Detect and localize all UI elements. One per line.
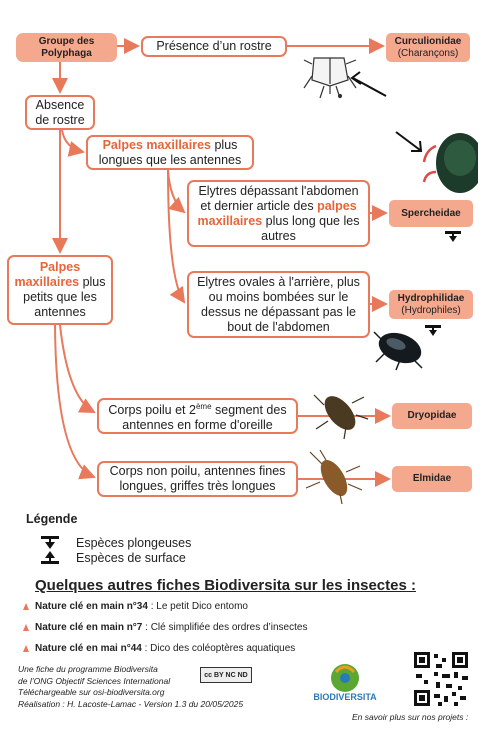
weevil-illustration [303,57,357,99]
elytres-ovales-label: Elytres ovales à l'arrière, plus ou moin… [197,274,360,334]
footer-more-projects: En savoir plus sur nos projets : [352,712,469,722]
qr-code[interactable] [412,650,470,708]
node-elytres-depassant-text: Elytres dépassant l'abdomen et dernier a… [194,184,363,244]
elytres-depassant-pre: Elytres dépassant l'abdomen et dernier a… [198,183,359,213]
node-absence-label: Absence de rostre [35,97,85,127]
surface-legend-icon [41,551,59,564]
family-dryopidae: Dryopidae [392,403,472,429]
corps-poilu-sup: ème [195,401,212,411]
hydrophilidae-beetle-illustration [373,331,423,371]
legend-title: Légende [26,512,78,526]
plongeuse-marker-spercheidae [445,231,461,242]
fiche-item-44-text: : Dico des coléoptères aquatiques [141,643,296,654]
palpes-longs-rest: plus longues que les antennes [98,137,242,167]
fiche-item-34-text: : Le petit Dico entomo [147,601,248,612]
other-sheets-title: Quelques autres fiches Biodiversita sur … [35,577,416,594]
node-palpes-courts-text: Palpes maxillaires plus petits que les a… [14,260,106,320]
family-curculionidae: Curculionidae (Charançons) [386,33,470,62]
node-groupe-label: Groupe des Polyphaga [38,35,95,59]
fiche-item-7[interactable]: Nature clé en main n°7 : Clé simplifiée … [35,622,307,633]
dryopidae-beetle-illustration [313,394,369,440]
family-elmidae-name: Elmidae [412,473,452,484]
fiche-item-7-bold: Nature clé en main n°7 [35,622,143,633]
node-presence-rostre: Présence d’un rostre [141,36,287,57]
footer-line2: de l’ONG Objectif Sciences International [18,675,171,686]
node-absence-rostre: Absence de rostre [25,95,95,130]
node-palpes-plus-longues: Palpes maxillaires plus longues que les … [86,135,254,170]
node-rostre-label: Présence d’un rostre [156,39,272,53]
cc-license-text: cc BY NC ND [204,671,248,679]
spercheidae-beetle-illustration [422,133,478,193]
footer-credits: Une fiche du programme Biodiversita de l… [18,664,243,710]
fiche-item-7-text: : Clé simplifiée des ordres d’insectes [142,622,308,633]
palpes-longs-highlight: Palpes maxillaires [102,137,211,152]
node-groupe-polyphaga: Groupe des Polyphaga [16,33,117,62]
family-dryopidae-name: Dryopidae [407,410,457,421]
family-curculionidae-common: (Charançons) [397,47,459,59]
cc-license-badge: cc BY NC ND [200,667,252,683]
bullet-triangle-icon [23,624,29,631]
legend-surface: Espèces de surface [76,551,186,565]
family-hydrophilidae-name: Hydrophilidae [397,292,465,304]
node-elytres-depassant: Elytres dépassant l'abdomen et dernier a… [187,180,370,247]
corps-poilu-post: segment des antennes en forme d'oreille [122,403,287,433]
biodiversita-logo: BIODIVERSITA [313,664,377,702]
bullet-triangle-icon [23,603,29,610]
family-elmidae: Elmidae [392,466,472,492]
elmidae-beetle-illustration [305,449,363,505]
node-elytres-ovales: Elytres ovales à l'arrière, plus ou moin… [187,271,370,338]
family-spercheidae: Spercheidae [389,200,473,227]
family-spercheidae-name: Spercheidae [401,207,461,219]
plongeuse-legend-icon [41,536,59,549]
fiche-item-34-bold: Nature clé en main n°34 [35,601,148,612]
elytres-depassant-post: plus long que les autres [261,213,360,243]
footer-line1: Une fiche du programme Biodiversita [18,664,158,674]
bullet-triangle-icon [23,645,29,652]
node-palpes-longs-text: Palpes maxillaires plus longues que les … [93,138,247,168]
node-palpes-plus-petits: Palpes maxillaires plus petits que les a… [7,255,113,325]
biodiversita-logo-text: BIODIVERSITA [313,692,377,702]
corps-poilu-pre: Corps poilu et 2 [108,403,196,418]
node-corps-poilu: Corps poilu et 2ème segment des antennes… [97,398,298,434]
footer-line4: Réalisation : H. Lacoste-Lamac - Version… [18,698,244,709]
footer-line3[interactable]: Téléchargeable sur osi-biodiversita.org [18,687,165,697]
elytres-depassant-highlight: palpes maxillaires [197,198,357,228]
fiche-item-44-bold: Nature clé en mai n°44 [35,643,142,654]
corps-non-poilu-label: Corps non poilu, antennes fines longues,… [109,464,286,493]
palpes-courts-rest: plus petits que les antennes [23,275,106,319]
palpes-courts-highlight: Palpes maxillaires [14,260,81,289]
family-hydrophilidae: Hydrophilidae (Hydrophiles) [389,290,473,319]
node-corps-poilu-text: Corps poilu et 2ème segment des antennes… [104,399,291,433]
fiche-item-34[interactable]: Nature clé en main n°34 : Le petit Dico … [35,601,248,612]
family-curculionidae-name: Curculionidae [394,35,462,47]
family-hydrophilidae-common: (Hydrophiles) [401,304,461,316]
fiche-item-44[interactable]: Nature clé en mai n°44 : Dico des coléop… [35,643,295,654]
plongeuse-marker-hydrophilidae [425,325,441,336]
node-corps-non-poilu: Corps non poilu, antennes fines longues,… [97,461,298,497]
legend-plongeuses: Espèces plongeuses [76,536,192,550]
